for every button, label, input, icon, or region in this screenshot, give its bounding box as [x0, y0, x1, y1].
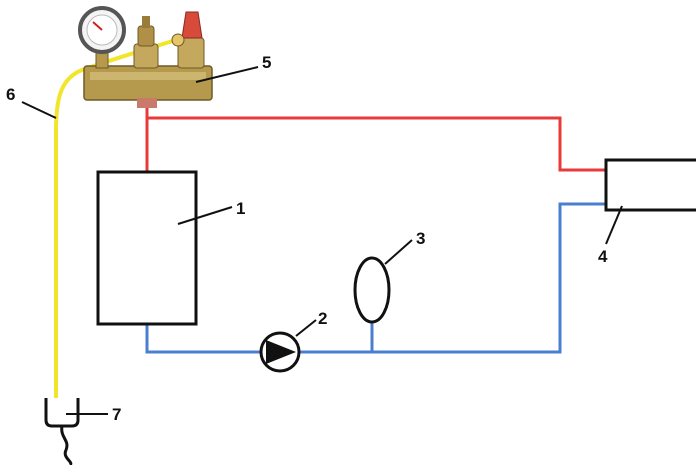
leader-line-6 — [21, 101, 57, 119]
relief-valve-icon — [171, 11, 205, 69]
label-pump: 2 — [318, 309, 327, 328]
safety-group — [78, 6, 213, 108]
manifold-outlet — [137, 98, 157, 108]
pressure-gauge-icon — [78, 6, 126, 69]
label-expansion-tank: 3 — [416, 229, 425, 248]
leader-line-4 — [605, 205, 623, 245]
leader-line-2 — [295, 319, 317, 337]
boiler-tank — [96, 170, 198, 326]
drain-squiggle — [60, 425, 73, 465]
manifold-body — [83, 65, 213, 101]
label-drain-funnel: 7 — [112, 405, 121, 424]
leader-line-3 — [384, 239, 413, 265]
label-boiler: 1 — [236, 199, 245, 218]
return-pipe — [145, 202, 606, 354]
drain-funnel — [44, 398, 80, 465]
circulation-pump — [259, 331, 301, 373]
label-safety-group: 5 — [262, 53, 271, 72]
expansion-tank — [353, 256, 391, 324]
air-vent-icon — [133, 16, 159, 69]
radiator — [604, 158, 696, 212]
supply-pipe — [145, 107, 606, 172]
label-drain-hose: 6 — [6, 85, 15, 104]
leader-line-5 — [195, 66, 259, 83]
label-radiator: 4 — [598, 247, 608, 266]
leader-line-1 — [177, 206, 233, 225]
